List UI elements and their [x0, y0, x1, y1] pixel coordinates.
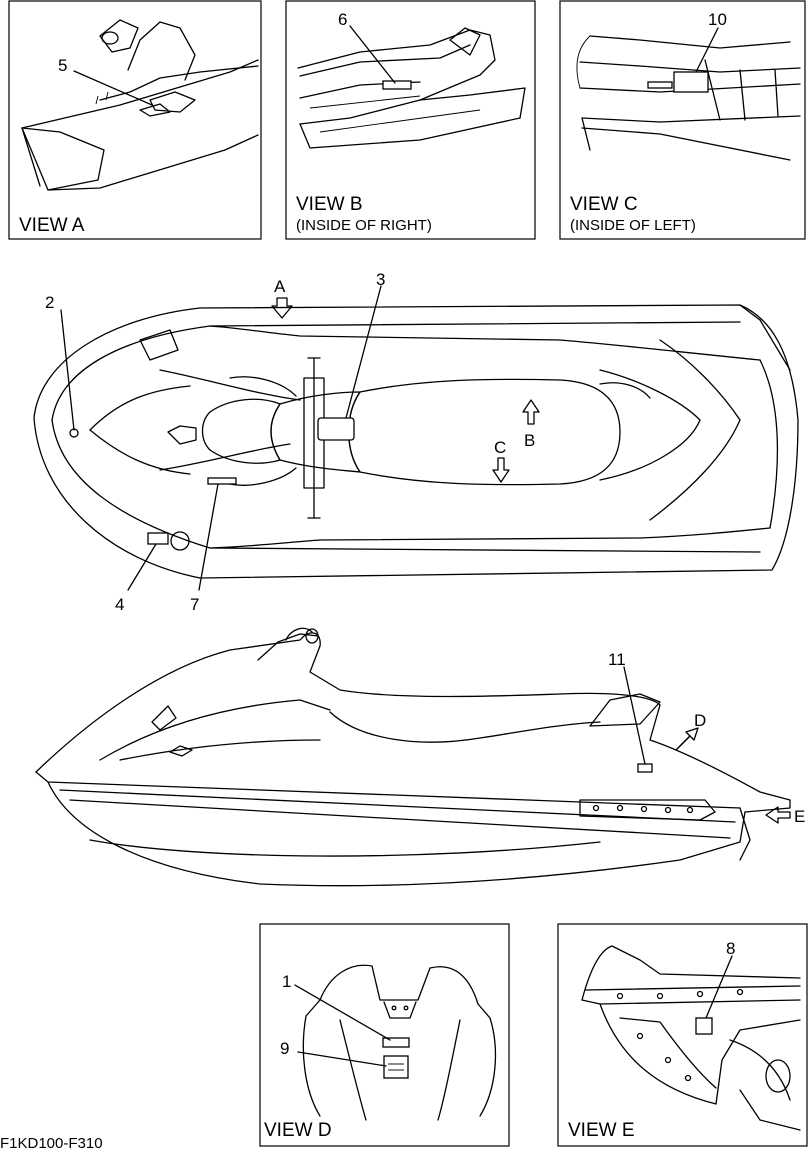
view-arrow-a [271, 297, 293, 319]
view-e-frame [557, 923, 808, 1147]
callout-10: 10 [708, 10, 727, 29]
view-a-drawing [21, 19, 259, 191]
leader-5 [73, 70, 153, 106]
leader-6 [349, 25, 396, 84]
leader-10 [695, 27, 719, 73]
label-10-marker [673, 71, 709, 93]
view-b-panel: 6 VIEW B (INSIDE OF RIGHT) [285, 0, 536, 240]
leader-1 [294, 984, 391, 1041]
view-a-frame [8, 0, 262, 240]
callout-2: 2 [45, 293, 54, 312]
view-c-frame [559, 0, 806, 240]
callout-9: 9 [280, 1039, 289, 1058]
view-d-panel: 1 9 VIEW D [259, 923, 510, 1147]
leader-4 [127, 543, 157, 591]
callout-5: 5 [58, 56, 67, 75]
view-d-drawing [302, 964, 497, 1121]
view-c-drawing [576, 35, 801, 161]
callout-7: 7 [190, 595, 199, 614]
callout-4: 4 [115, 595, 124, 614]
view-c-panel: 10 VIEW C (INSIDE OF LEFT) [559, 0, 806, 240]
leader-7 [198, 483, 219, 591]
leader-2 [60, 309, 75, 431]
leader-9 [297, 1051, 387, 1067]
view-arrow-b [522, 399, 540, 425]
side-view: 11 D E [35, 627, 805, 887]
top-view-markers [69, 428, 237, 551]
view-arrow-e [765, 806, 791, 824]
label-11-marker [637, 763, 653, 773]
label-8-marker [695, 1017, 713, 1035]
label-4-marker [147, 532, 169, 545]
label-10-small-marker [647, 81, 673, 89]
label-1-marker [382, 1037, 410, 1048]
callout-3: 3 [376, 270, 385, 289]
view-c-caption: VIEW C [570, 194, 638, 215]
top-view-deck [139, 329, 651, 486]
view-b-caption: VIEW B [296, 194, 363, 215]
label-9-marker [383, 1055, 409, 1079]
view-a-panel: 5 VIEW A [8, 0, 262, 240]
view-e-drawing [581, 945, 801, 1131]
leader-3 [345, 285, 382, 419]
view-arrow-e-label: E [794, 807, 805, 826]
view-d-frame [259, 923, 510, 1147]
label-7-marker [207, 477, 237, 485]
view-arrow-b-label: B [524, 431, 535, 450]
top-view: 2 3 4 7 A B C [33, 270, 799, 614]
view-a-caption: VIEW A [19, 215, 85, 236]
top-view-handlebar [303, 357, 355, 519]
callout-8: 8 [726, 939, 735, 958]
view-d-caption: VIEW D [264, 1120, 332, 1141]
view-c-subcaption: (INSIDE OF LEFT) [570, 217, 696, 234]
view-arrow-a-label: A [274, 277, 286, 296]
leader-8 [705, 955, 733, 1019]
callout-11: 11 [608, 650, 626, 669]
view-e-panel: 8 VIEW E [557, 923, 808, 1147]
view-b-subcaption: (INSIDE OF RIGHT) [296, 217, 432, 234]
leader-11 [623, 666, 646, 765]
label-6-marker [382, 80, 412, 90]
view-arrow-d-label: D [694, 711, 706, 730]
callout-6: 6 [338, 10, 347, 29]
figure-code: F1KD100-F310 [0, 1135, 103, 1150]
view-arrow-c-label: C [494, 438, 506, 457]
label-3-marker [317, 417, 355, 441]
callout-1: 1 [282, 972, 291, 991]
view-e-caption: VIEW E [568, 1120, 635, 1141]
top-view-hull [33, 304, 799, 579]
side-view-hull [35, 627, 791, 887]
view-arrow-c [492, 457, 510, 483]
